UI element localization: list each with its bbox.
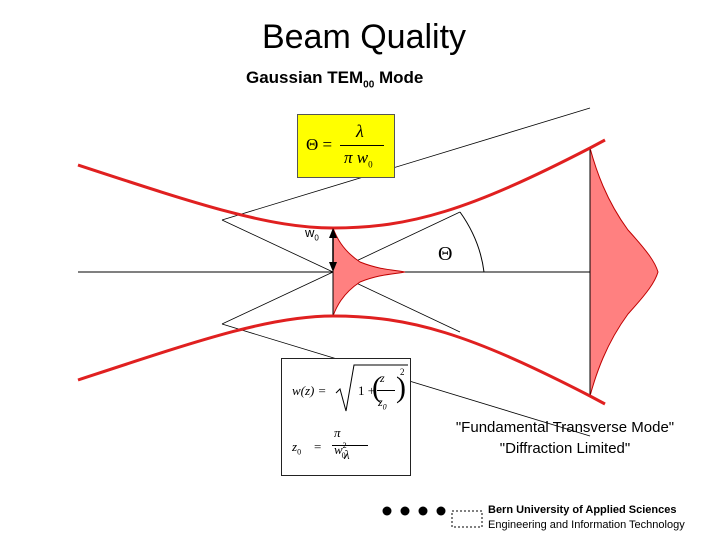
asymptote-lower-left <box>221 271 334 325</box>
divergence-formula-box: Θ = λ π w0 <box>297 114 395 178</box>
slide-subtitle: Gaussian TEM00 Mode <box>246 68 424 91</box>
formula2-lhs: w(z) = <box>292 383 327 398</box>
w0-label: w0 <box>305 225 319 243</box>
asymptote-upper-left <box>221 219 334 273</box>
formula1-lhs: Θ = <box>306 135 333 154</box>
footer-dot <box>400 506 410 516</box>
formula1-fraction-bar <box>340 145 384 146</box>
waist-profile <box>332 227 406 317</box>
footer-bracket <box>451 510 483 528</box>
farfield-profile <box>589 147 659 397</box>
quote-diffraction-limited: "Diffraction Limited" <box>499 440 631 457</box>
footer-dot <box>436 506 446 516</box>
z0-lhs: z0 <box>292 439 302 457</box>
asymptote-upper <box>221 107 591 221</box>
slide-title: Beam Quality <box>261 18 467 56</box>
formula2-paren-open: ( <box>372 371 382 404</box>
beam-envelope-upper <box>77 138 606 230</box>
footer-department: Engineering and Information Technology <box>488 519 685 531</box>
footer-university: Bern University of Applied Sciences <box>488 504 677 516</box>
z0-denominator: λ <box>344 447 350 462</box>
z0-fraction-bar <box>332 445 368 446</box>
formula2-exponent: 2 <box>400 367 405 377</box>
formula2-paren-close: ) <box>396 371 406 404</box>
theta-arc <box>459 211 485 273</box>
footer-dot <box>418 506 428 516</box>
formula1-denominator: π w0 <box>344 148 373 170</box>
quote-fundamental-mode: "Fundamental Transverse Mode" <box>455 419 675 436</box>
sqrt-sign <box>335 364 408 412</box>
footer-dot <box>382 506 392 516</box>
formula1-numerator: λ <box>356 121 364 141</box>
beam-radius-formula-box: w(z) = 1 + ( z z0 ) 2 z0 = π w20 λ <box>281 358 411 476</box>
beam-envelope-lower <box>77 314 606 406</box>
formula2-den: z0 <box>378 395 387 412</box>
z0-eq: = <box>314 439 322 454</box>
formula2-one-plus: 1 + <box>358 383 376 398</box>
w0-arrow-head-top <box>329 228 337 238</box>
formula2-fraction-bar <box>377 390 395 391</box>
w0-arrow-head-bottom <box>329 262 337 272</box>
formula2-num: z <box>380 371 385 385</box>
theta-label: Θ <box>438 243 453 265</box>
